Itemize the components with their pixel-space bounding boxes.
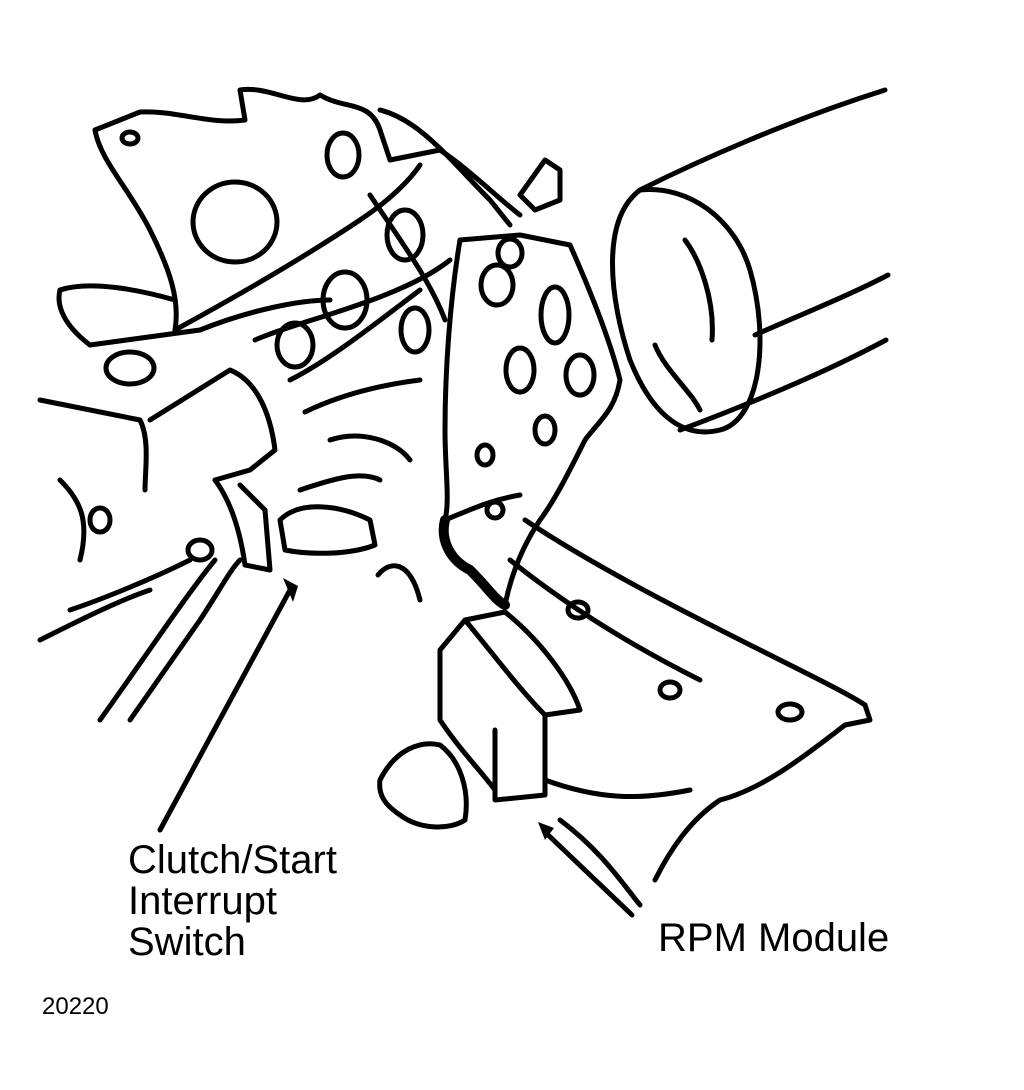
lower-rail bbox=[507, 517, 873, 908]
clutch-switch-label: Clutch/Start Interrupt Switch bbox=[128, 840, 337, 963]
upper-bracket bbox=[56, 86, 523, 415]
steering-column bbox=[610, 87, 891, 435]
clutch-switch-label-line-1: Clutch/Start bbox=[128, 838, 337, 882]
switch-area bbox=[37, 349, 413, 723]
figure-number: 20220 bbox=[42, 993, 109, 1020]
clutch-switch-label-line-2: Interrupt bbox=[128, 879, 277, 923]
rpm-module bbox=[375, 563, 583, 830]
center-bracket bbox=[377, 107, 623, 610]
rpm-module-label: RPM Module bbox=[658, 916, 890, 960]
clutch-switch-label-line-3: Switch bbox=[128, 920, 246, 964]
pointer-arrows bbox=[157, 578, 635, 918]
